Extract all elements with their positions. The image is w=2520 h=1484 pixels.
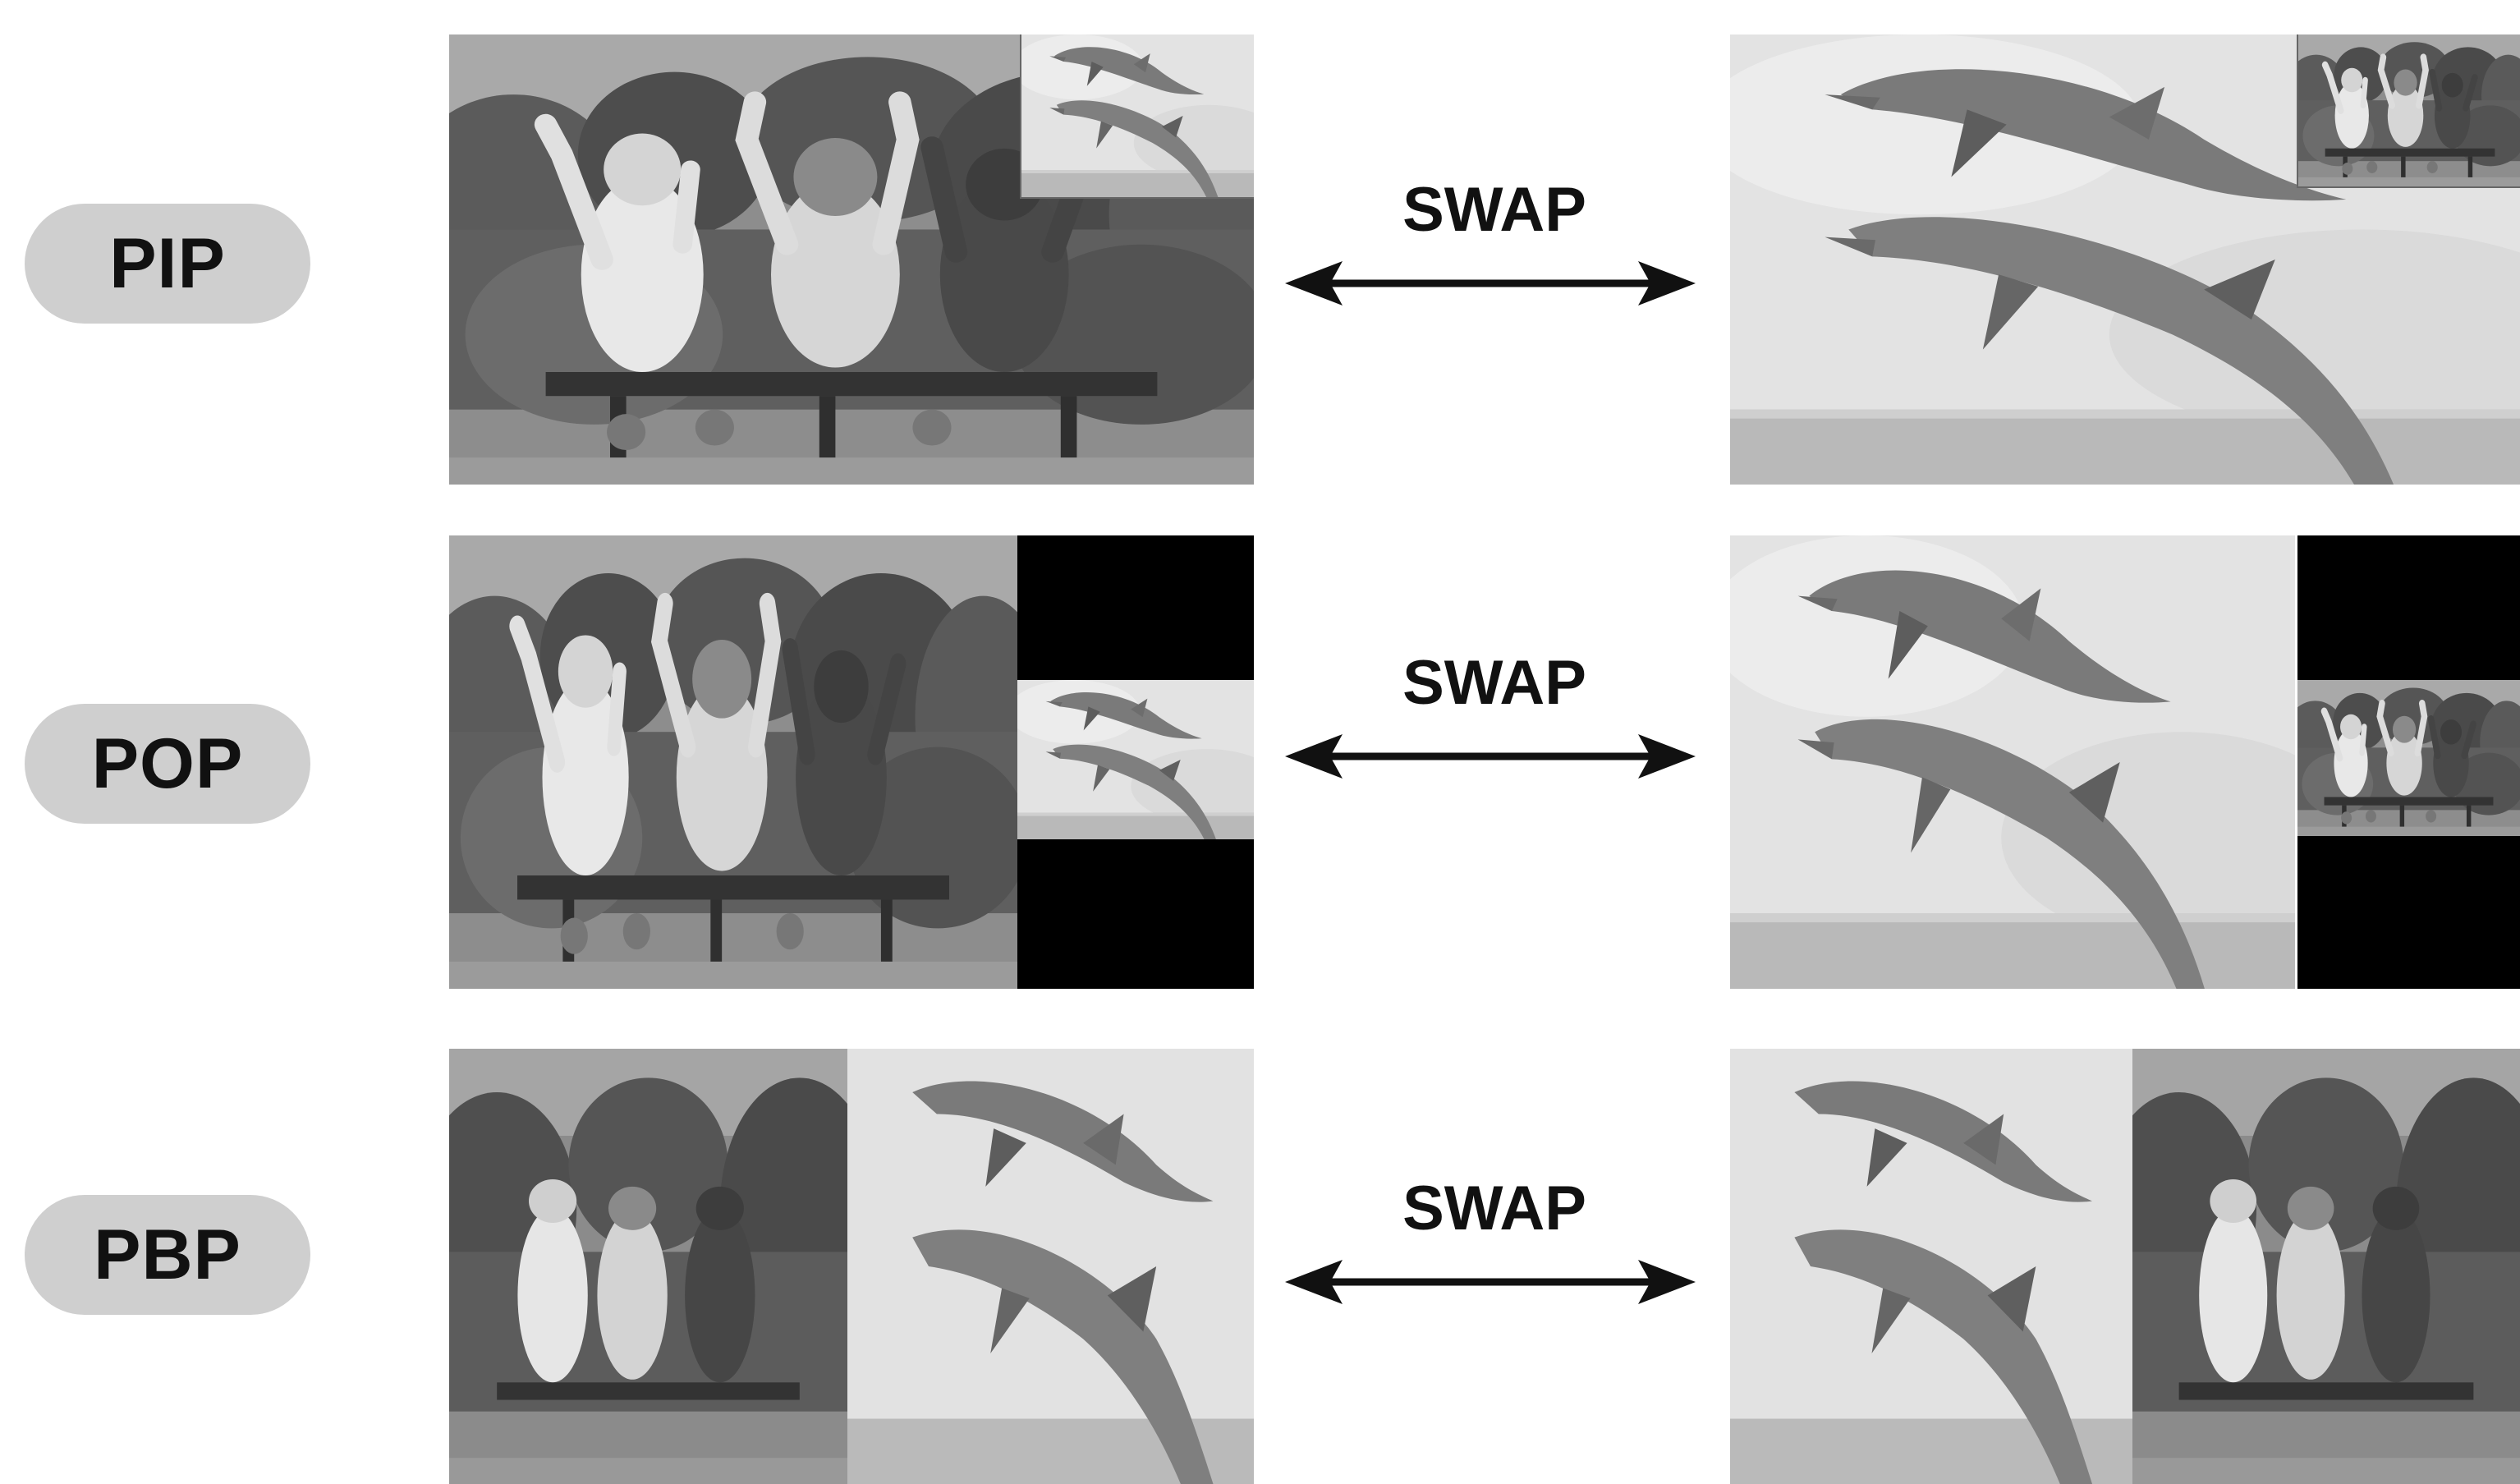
pbp-left-dolphins-picture xyxy=(1730,1049,2132,1484)
pbp-right-kids-picture xyxy=(2132,1049,2520,1484)
swap-label-pip: SWAP xyxy=(1402,175,1586,245)
dolphins-picture-icon xyxy=(1017,680,1254,839)
kids-picture-icon xyxy=(2297,680,2520,836)
mode-label-pbp: PBP xyxy=(25,1195,310,1315)
mode-label-pip: PIP xyxy=(25,204,310,324)
pop-main-kids-picture xyxy=(449,535,1017,989)
swap-label-pop: SWAP xyxy=(1402,648,1586,718)
pop-sub-kids-picture xyxy=(2297,680,2520,836)
kids-picture-icon xyxy=(2298,34,2520,186)
dolphins-picture-icon xyxy=(1730,535,2295,989)
dolphins-picture-icon xyxy=(1730,1049,2132,1484)
pop-main-dolphins-picture xyxy=(1730,535,2295,989)
pip-main-kids-picture xyxy=(449,34,1254,485)
swap-arrow-icon xyxy=(1285,734,1696,779)
kids-picture-icon xyxy=(449,1049,847,1484)
mode-label-pop: POP xyxy=(25,704,310,824)
swap-arrow-icon xyxy=(1285,261,1696,306)
pop-sub-dolphins-picture xyxy=(1017,680,1254,839)
pbp-left-kids-picture xyxy=(449,1049,847,1484)
pbp-right-dolphins-picture xyxy=(847,1049,1254,1484)
pip-sub-dolphins-picture xyxy=(1020,34,1254,199)
dolphins-picture-icon xyxy=(847,1049,1254,1484)
kids-picture-icon xyxy=(449,535,1017,989)
pip-main-dolphins-picture xyxy=(1730,34,2520,485)
pip-sub-kids-picture xyxy=(2297,34,2520,188)
pop-sub-panel xyxy=(1017,535,1254,989)
swap-label-pbp: SWAP xyxy=(1402,1174,1586,1243)
kids-picture-icon xyxy=(2132,1049,2520,1484)
swap-arrow-icon xyxy=(1285,1260,1696,1304)
dolphins-picture-icon xyxy=(1021,34,1254,197)
pop-sub-panel xyxy=(2297,535,2520,989)
